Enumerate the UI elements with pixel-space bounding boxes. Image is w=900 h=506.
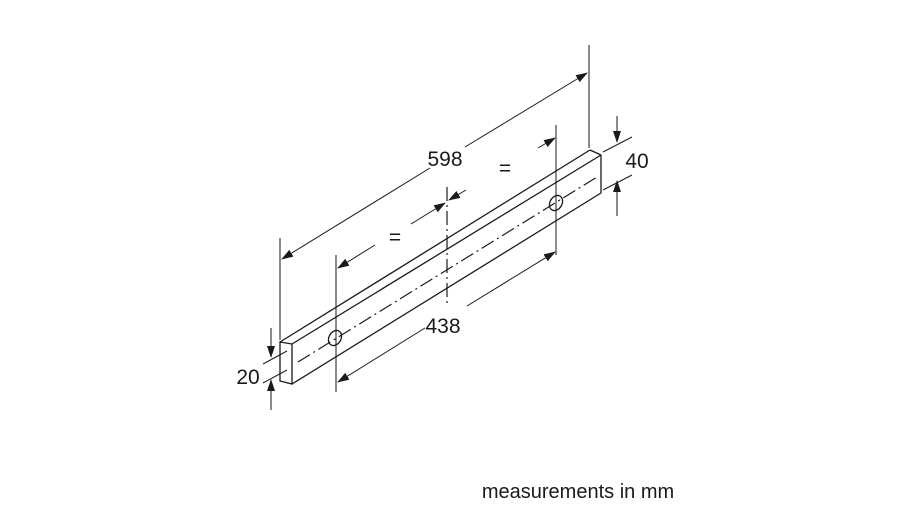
bar-top-back-edge <box>279 149 591 343</box>
equal-sign-left: = <box>389 226 401 249</box>
dimension-598: 598 <box>279 45 590 340</box>
bar-left-end-face <box>279 341 293 385</box>
dimension-438: 438 <box>335 125 557 392</box>
trim-bar <box>279 149 602 385</box>
dimension-label-20: 20 <box>236 366 259 389</box>
mounting-hole-right <box>548 194 564 212</box>
mounting-hole-left <box>327 329 343 347</box>
equal-sign-right: = <box>499 157 511 180</box>
units-note: measurements in mm <box>482 481 674 503</box>
bar-top-front-edge <box>291 154 602 345</box>
dimension-40: 40 <box>602 116 649 216</box>
dimension-label-40: 40 <box>625 150 648 173</box>
bar-right-top-edge <box>589 149 602 156</box>
dimension-20: 20 <box>236 328 288 410</box>
center-equal-dimensions: = = <box>337 137 556 303</box>
dimension-label-598: 598 <box>427 148 462 171</box>
dimension-label-438: 438 <box>425 315 460 338</box>
